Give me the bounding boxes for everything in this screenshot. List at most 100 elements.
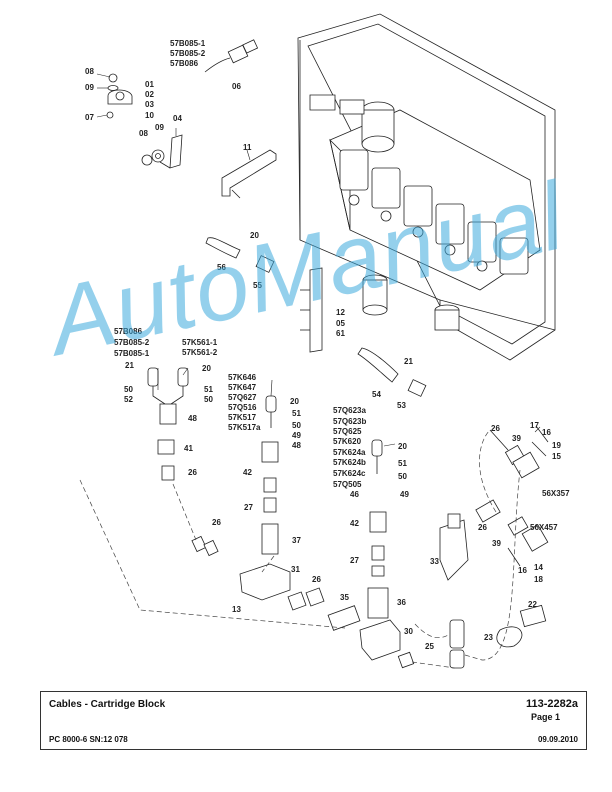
label-42: 42 xyxy=(243,468,252,477)
label-08b: 08 xyxy=(139,129,148,138)
label-14: 14 xyxy=(534,563,543,572)
label-57B086-b: 57B086 xyxy=(114,327,143,336)
label-30: 30 xyxy=(404,627,413,636)
label-48b: 48 xyxy=(292,441,301,450)
label-23: 23 xyxy=(484,633,493,642)
label-09: 09 xyxy=(85,83,94,92)
connector-54-53 xyxy=(357,347,427,397)
clamp-assembly xyxy=(106,73,133,119)
bracket-04 xyxy=(141,134,183,169)
label-03: 03 xyxy=(145,100,154,109)
label-57K517: 57K517 xyxy=(228,413,257,422)
bracket-11 xyxy=(221,149,277,199)
label-09b: 09 xyxy=(155,123,164,132)
label-50c: 50 xyxy=(292,421,301,430)
label-61: 61 xyxy=(336,329,345,338)
label-01: 01 xyxy=(145,80,154,89)
label-05: 05 xyxy=(336,319,345,328)
document-title: Cables - Cartridge Block xyxy=(49,699,166,710)
label-26: 26 xyxy=(188,468,197,477)
label-49b: 49 xyxy=(400,490,409,499)
label-57K561-1: 57K561-1 xyxy=(182,338,218,347)
label-25: 25 xyxy=(425,642,434,651)
label-16: 16 xyxy=(542,428,551,437)
label-50d: 50 xyxy=(398,472,407,481)
label-50: 50 xyxy=(124,385,133,394)
connector-56-55 xyxy=(205,237,275,273)
label-57Q627: 57Q627 xyxy=(228,393,257,402)
label-19: 19 xyxy=(552,441,561,450)
label-08: 08 xyxy=(85,67,94,76)
label-20: 20 xyxy=(250,231,259,240)
label-07: 07 xyxy=(85,113,94,122)
label-57K620: 57K620 xyxy=(333,437,362,446)
label-26b: 26 xyxy=(212,518,221,527)
cable-routes xyxy=(79,429,521,669)
right-middle-cable-group xyxy=(367,439,389,619)
label-54: 54 xyxy=(372,390,381,399)
label-27: 27 xyxy=(244,503,253,512)
label-51b: 51 xyxy=(292,409,301,418)
label-53: 53 xyxy=(397,401,406,410)
label-46: 46 xyxy=(350,490,359,499)
label-17: 17 xyxy=(530,421,539,430)
label-57K624b: 57K624b xyxy=(333,458,366,467)
label-57K624c: 57K624c xyxy=(333,469,366,478)
label-56X457: 56X457 xyxy=(530,523,558,532)
model-serial-number: PC 8000-6 SN:12 078 xyxy=(49,735,128,744)
cartridge-block-housing xyxy=(297,13,556,361)
label-26d: 26 xyxy=(491,424,500,433)
label-52: 52 xyxy=(124,395,133,404)
label-06: 06 xyxy=(232,82,241,91)
page-number: Page 1 xyxy=(530,712,560,722)
label-41: 41 xyxy=(184,444,193,453)
part-labels: 57B085-1 57B085-2 57B086 06 08 09 01 02 … xyxy=(85,39,570,651)
label-13: 13 xyxy=(232,605,241,614)
label-51: 51 xyxy=(204,385,213,394)
label-48: 48 xyxy=(188,414,197,423)
label-57K646: 57K646 xyxy=(228,373,257,382)
bracket-12 xyxy=(300,267,323,353)
label-49: 49 xyxy=(292,431,301,440)
label-57K517a: 57K517a xyxy=(228,423,261,432)
label-02: 02 xyxy=(145,90,154,99)
label-18: 18 xyxy=(534,575,543,584)
label-21b: 21 xyxy=(404,357,413,366)
label-37: 37 xyxy=(292,536,301,545)
label-57Q505: 57Q505 xyxy=(333,480,362,489)
label-20b: 20 xyxy=(202,364,211,373)
label-57K561-2: 57K561-2 xyxy=(182,348,218,357)
label-57K647: 57K647 xyxy=(228,383,257,392)
label-50b: 50 xyxy=(204,395,213,404)
label-27b: 27 xyxy=(350,556,359,565)
label-15: 15 xyxy=(552,452,561,461)
label-57B085-2-b: 57B085-2 xyxy=(114,338,150,347)
label-22: 22 xyxy=(528,600,537,609)
label-31: 31 xyxy=(291,565,300,574)
label-20d: 20 xyxy=(398,442,407,451)
label-10: 10 xyxy=(145,111,154,120)
label-57B086: 57B086 xyxy=(170,59,199,68)
label-26c: 26 xyxy=(312,575,321,584)
label-39: 39 xyxy=(512,434,521,443)
label-56: 56 xyxy=(217,263,226,272)
label-26e: 26 xyxy=(478,523,487,532)
label-51c: 51 xyxy=(398,459,407,468)
label-04: 04 xyxy=(173,114,182,123)
label-12: 12 xyxy=(336,308,345,317)
label-57Q516: 57Q516 xyxy=(228,403,257,412)
label-57Q623b: 57Q623b xyxy=(333,417,366,426)
leader-lines xyxy=(96,73,541,447)
label-57B085-2: 57B085-2 xyxy=(170,49,206,58)
label-57B085-1: 57B085-1 xyxy=(170,39,206,48)
left-cable-group xyxy=(147,367,219,557)
parts-diagram: 57B085-1 57B085-2 57B086 06 08 09 01 02 … xyxy=(79,13,570,669)
label-57K624a: 57K624a xyxy=(333,448,366,457)
pressure-sensor-06 xyxy=(204,39,259,73)
label-42b: 42 xyxy=(350,519,359,528)
label-57B085-1-b: 57B085-1 xyxy=(114,349,150,358)
label-21: 21 xyxy=(125,361,134,370)
right-side-parts xyxy=(439,425,549,669)
label-55: 55 xyxy=(253,281,262,290)
label-57Q625: 57Q625 xyxy=(333,427,362,436)
